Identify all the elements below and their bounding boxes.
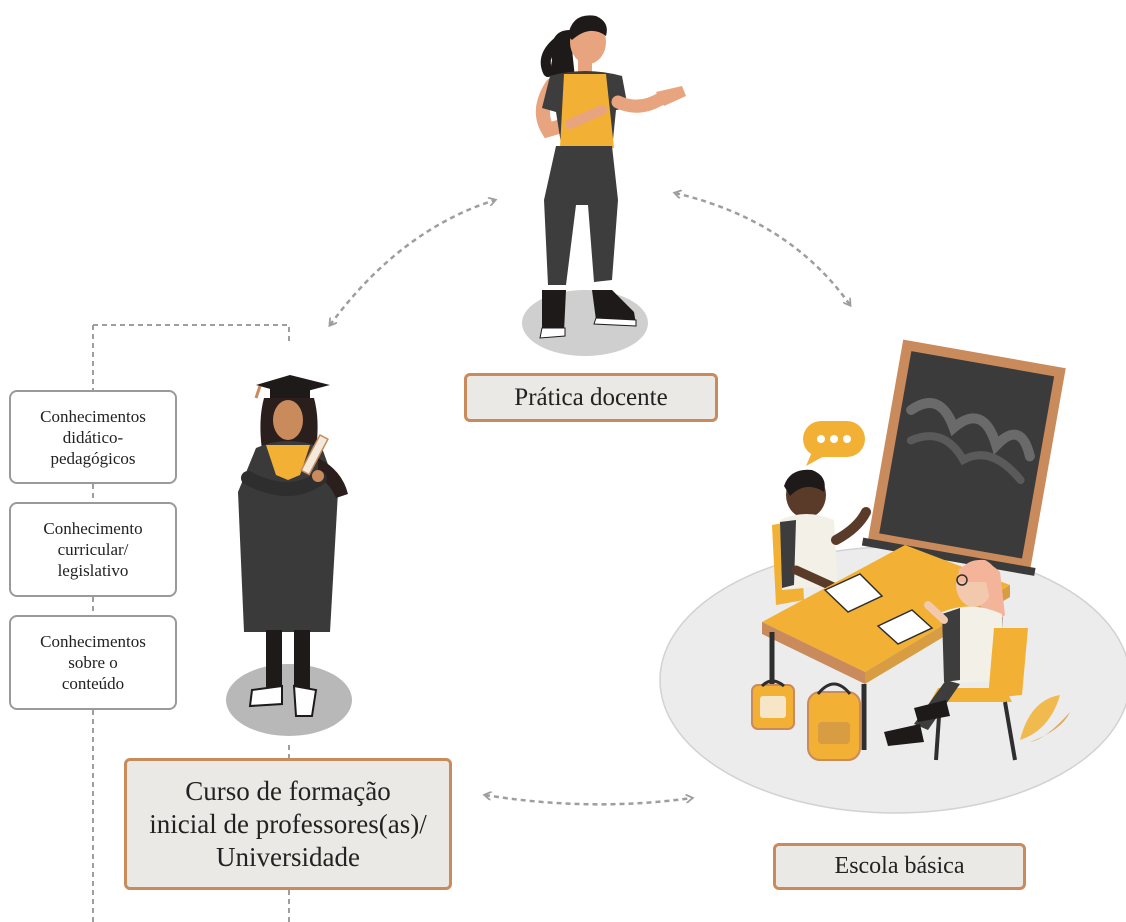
knowledge-curricular-line-1: Conhecimento: [43, 519, 143, 538]
standing-teacher-figure: [522, 15, 686, 356]
knowledge-conteudo-line-2: sobre o: [68, 653, 118, 672]
knowledge-didatico-line-2: didático-: [62, 427, 124, 447]
arrow-graduate-teacher: [330, 200, 495, 325]
node-pratica-label: Prática docente: [514, 383, 668, 411]
node-pratica-docente: Prática docente: [464, 373, 718, 422]
classroom-students-scene: [659, 339, 1126, 814]
node-curso-line-2: inicial de professores(as)/: [149, 808, 427, 839]
node-curso-line-3: Universidade: [216, 841, 360, 872]
knowledge-curricular-line-2: curricular/: [57, 540, 129, 559]
node-curso-formacao: Curso de formação inicial de professores…: [124, 758, 452, 890]
knowledge-didatico-line-1: Conhecimentos: [40, 406, 146, 426]
dashed-connector-lines: [92, 324, 290, 922]
knowledge-didatico-line-3: pedagógicos: [50, 448, 136, 468]
knowledge-box-curricular: Conhecimento curricular/ legislativo: [9, 502, 177, 597]
knowledge-curricular-line-3: legislativo: [57, 561, 129, 580]
knowledge-box-conteudo: Conhecimentos sobre o conteúdo: [9, 615, 177, 710]
node-curso-line-1: Curso de formação: [185, 775, 391, 806]
node-escola-label: Escola básica: [834, 853, 965, 879]
node-escola-basica: Escola básica: [773, 843, 1026, 890]
speech-bubble-icon: [803, 421, 865, 466]
knowledge-conteudo-line-1: Conhecimentos: [40, 632, 146, 651]
arrow-teacher-school: [675, 193, 850, 305]
graduate-figure: [226, 375, 352, 736]
knowledge-conteudo-line-3: conteúdo: [61, 674, 125, 693]
arrow-course-school: [485, 795, 692, 806]
knowledge-box-didatico: Conhecimentos didático- pedagógicos: [9, 390, 177, 484]
